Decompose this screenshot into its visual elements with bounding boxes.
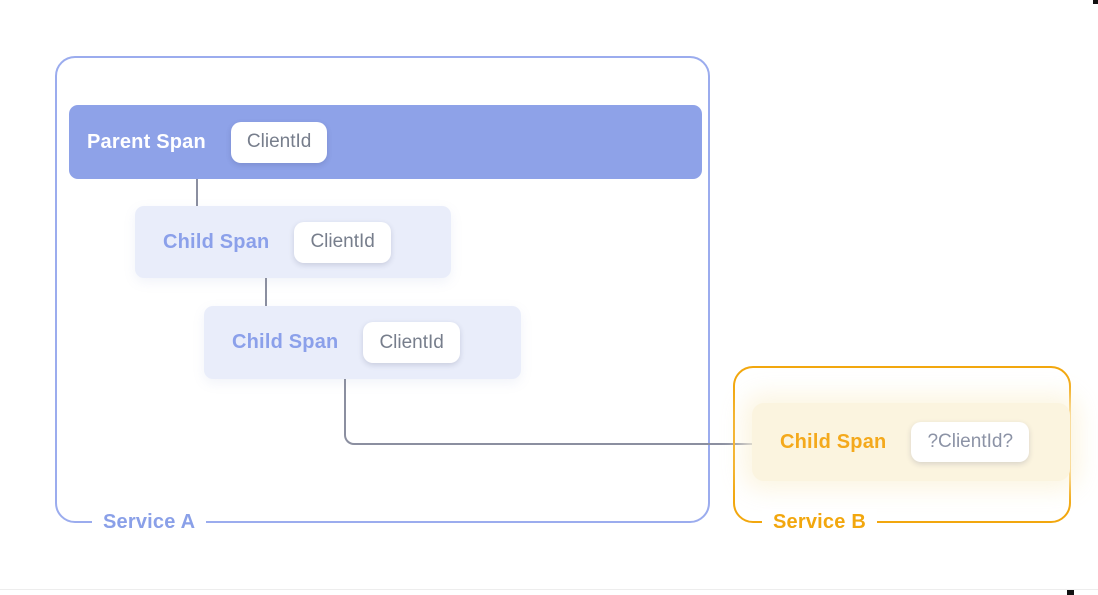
connector-parent-to-child1 — [196, 179, 198, 207]
child-span-1-bar: Child Span ClientId — [135, 206, 451, 278]
service-a-label: Service A — [92, 509, 207, 535]
parent-span-label: Parent Span — [87, 130, 206, 153]
connector-child1-to-child2 — [265, 278, 267, 307]
parent-span-bar: Parent Span ClientId — [69, 105, 702, 179]
service-b-boundary — [733, 366, 1071, 523]
child-span-service-b-bar: Child Span ?ClientId? — [752, 403, 1070, 481]
connector-cross-service — [344, 379, 756, 445]
clientid-badge: ClientId — [363, 322, 460, 363]
screen-edge-line — [0, 589, 1098, 590]
service-a-boundary — [55, 56, 710, 523]
service-b-label: Service B — [762, 509, 877, 535]
clientid-badge: ClientId — [230, 121, 328, 163]
screen-corner-artifact — [1093, 0, 1098, 4]
unknown-clientid-badge: ?ClientId? — [911, 422, 1030, 462]
screen-corner-artifact — [1067, 590, 1074, 595]
child-span-2-label: Child Span — [232, 331, 339, 353]
child-span-2-bar: Child Span ClientId — [204, 306, 521, 379]
child-span-1-label: Child Span — [163, 230, 270, 253]
child-span-service-b-label: Child Span — [780, 430, 887, 453]
clientid-badge: ClientId — [294, 221, 391, 263]
